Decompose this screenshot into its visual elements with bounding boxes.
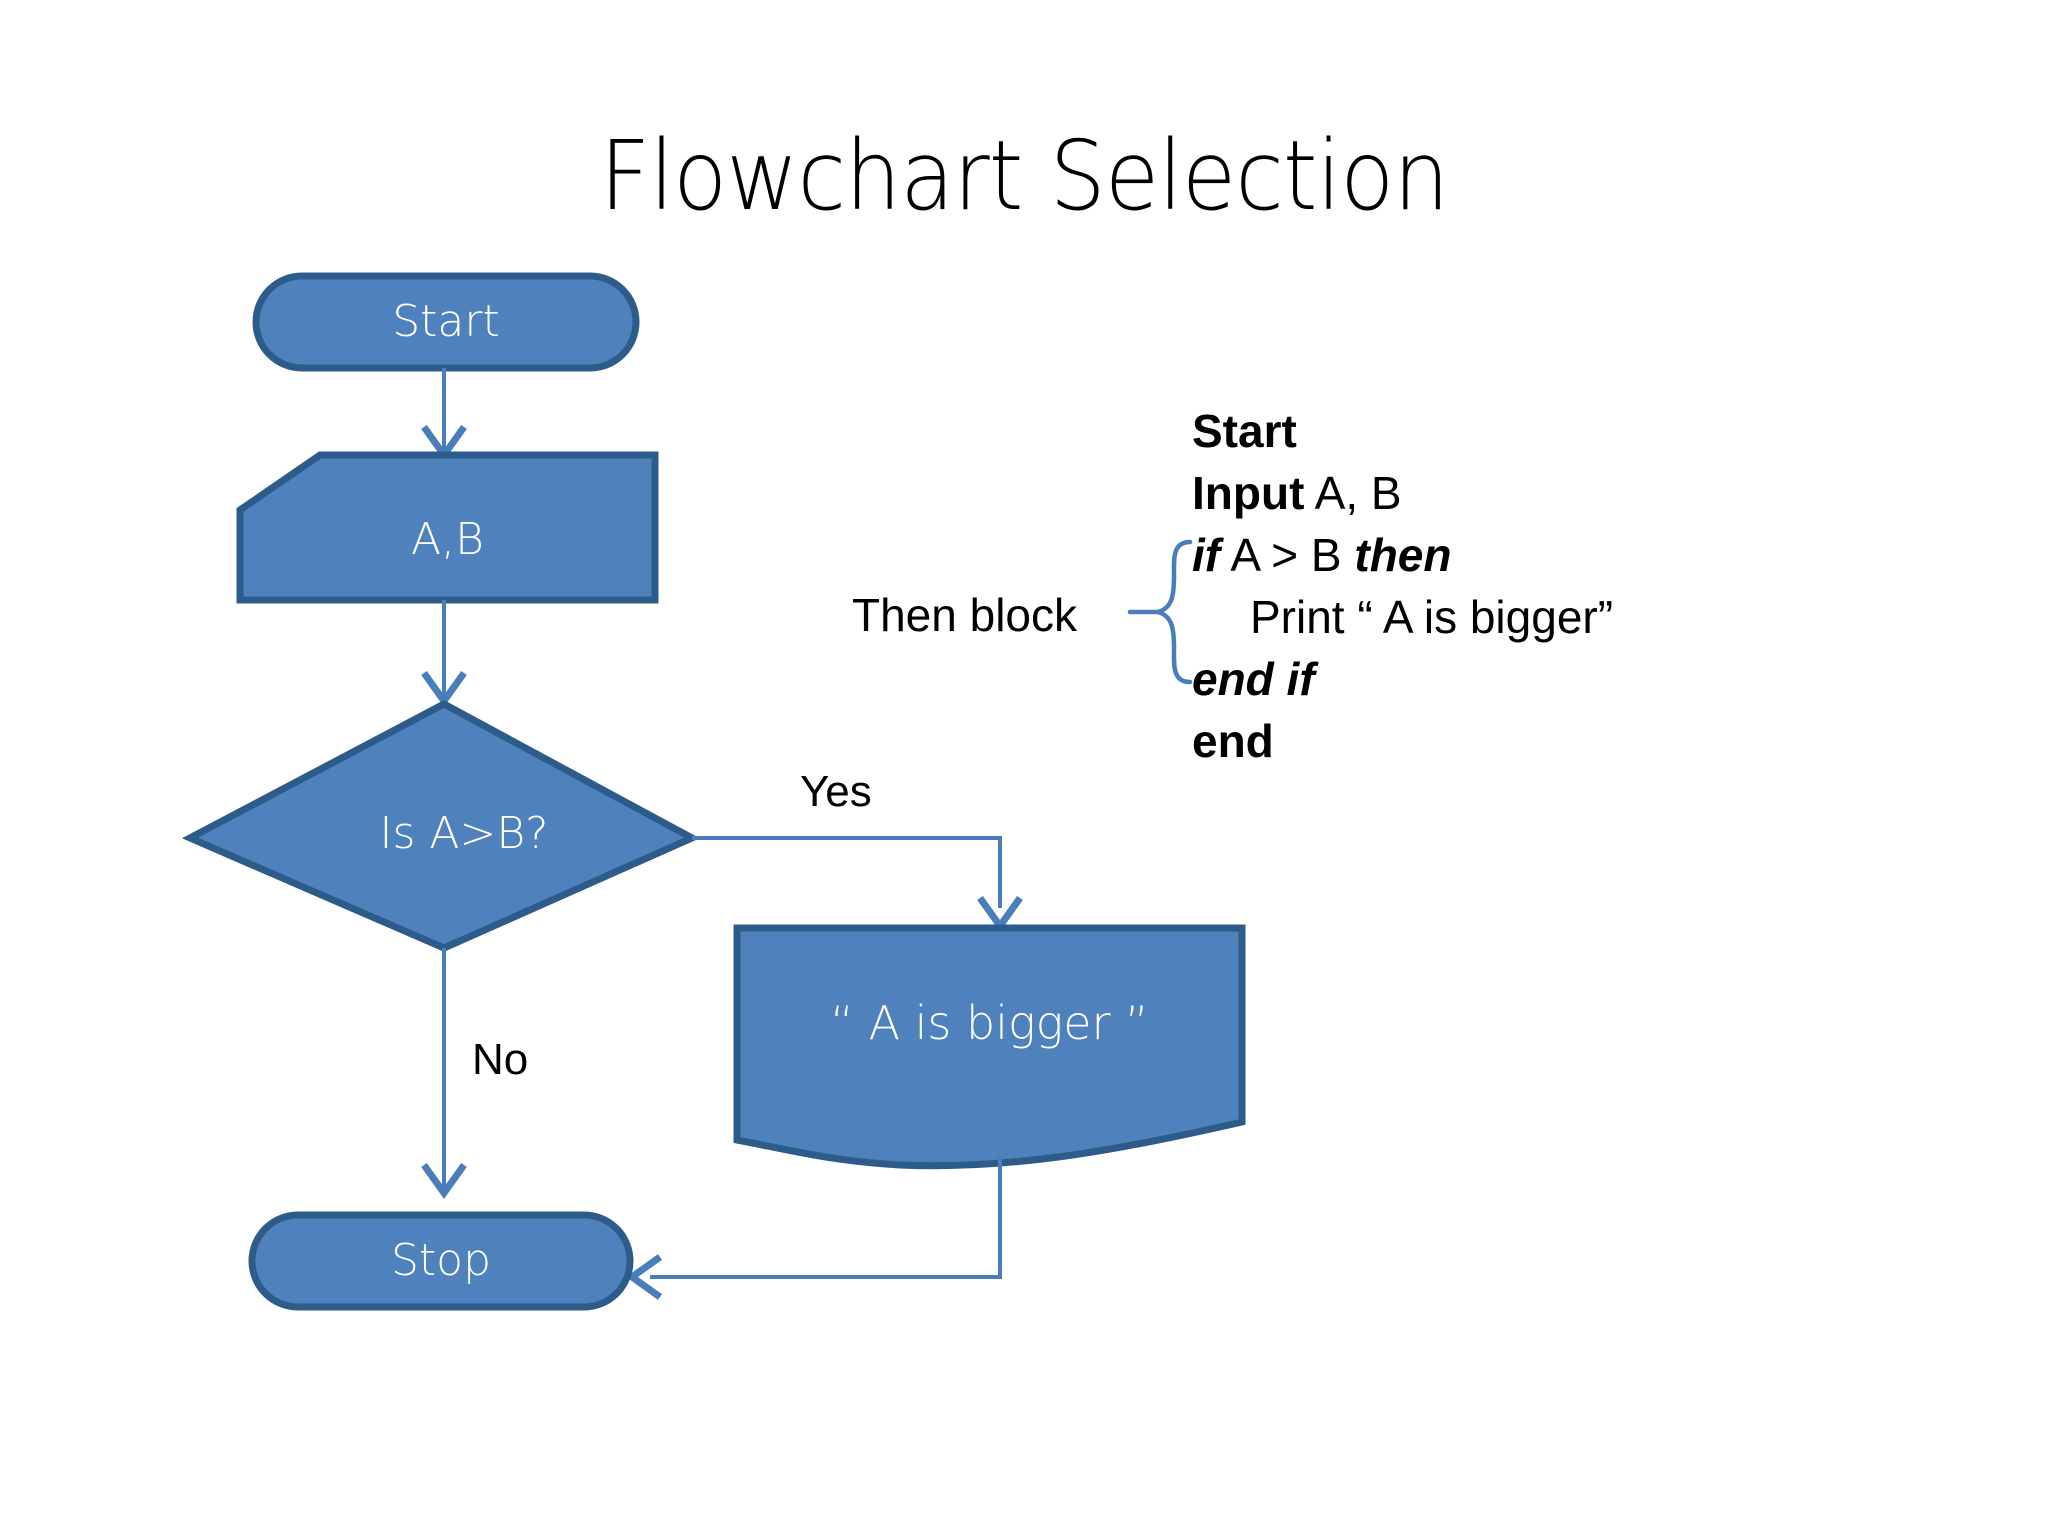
node-input[interactable] (236, 451, 659, 604)
pseudocode-line: Input A, B (1192, 462, 1892, 524)
pseudocode-line: if A > B then (1192, 524, 1892, 586)
pseudocode-segment: Print “ A is bigger” (1250, 591, 1614, 643)
edge-decision-yes (692, 836, 1023, 933)
node-stop[interactable] (248, 1211, 634, 1311)
then-block-label: Then block (852, 589, 1078, 641)
pseudocode-line: end if (1192, 648, 1892, 710)
pseudocode-segment: if (1192, 529, 1221, 581)
edge-label-no: No (472, 1035, 529, 1084)
edge-input-to-decision (421, 600, 467, 708)
pseudocode-segment: Start (1192, 405, 1297, 457)
page-title: Flowchart Selection (599, 120, 1450, 232)
edge-print-to-stop (625, 1155, 1002, 1300)
pseudocode-segment: end (1192, 715, 1274, 767)
pseudocode-segment: Input (1192, 467, 1305, 519)
pseudocode-segment: A, B (1304, 467, 1402, 519)
then-block-brace (1127, 539, 1193, 685)
pseudocode-block: Start Input A, B if A > B then Print “ A… (1192, 400, 1892, 772)
pseudocode-segment: A > B (1220, 529, 1355, 581)
pseudocode-segment: end if (1192, 653, 1315, 705)
edge-decision-no (421, 948, 467, 1200)
node-print[interactable] (733, 924, 1246, 1170)
edge-start-to-input (421, 368, 467, 462)
node-decision[interactable] (181, 700, 700, 952)
pseudocode-line: Print “ A is bigger” (1192, 586, 1892, 648)
pseudocode-segment: then (1354, 529, 1452, 581)
pseudocode-line: Start (1192, 400, 1892, 462)
edge-label-yes: Yes (800, 767, 872, 816)
node-start[interactable] (252, 272, 640, 372)
pseudocode-line: end (1192, 710, 1892, 772)
